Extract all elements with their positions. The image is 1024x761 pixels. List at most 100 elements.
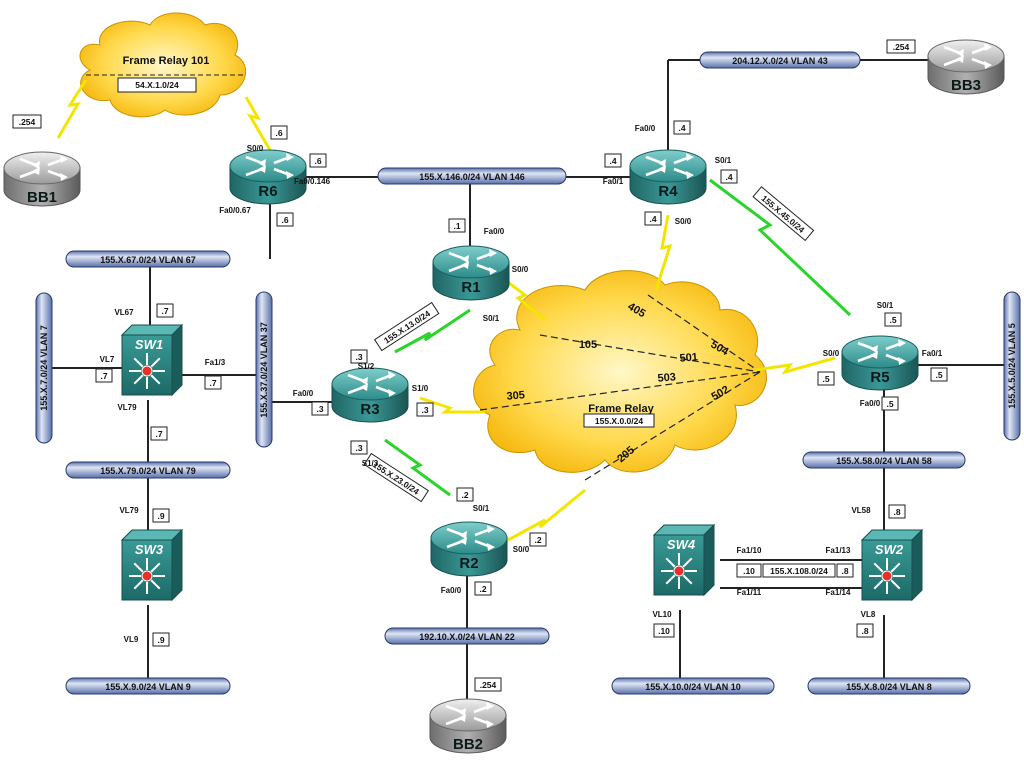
segment-vlan10-label: 155.X.10.0/24 VLAN 10 — [645, 682, 741, 692]
switch-sw4-name: SW4 — [667, 537, 696, 552]
svg-text:.1: .1 — [453, 221, 460, 231]
interface-sw3-vl79: VL79 — [119, 506, 139, 515]
segment-vlan5: 155.X.5.0/24 VLAN 5 — [1003, 291, 1021, 441]
address-r4-s00: .4 — [644, 211, 662, 226]
switch-sw3-name: SW3 — [135, 542, 164, 557]
router-r2[interactable]: R2 — [430, 521, 508, 577]
svg-text:.5: .5 — [935, 370, 942, 380]
switch-star-icon — [129, 353, 165, 389]
segment-vlan8: 155.X.8.0/24 VLAN 8 — [807, 677, 971, 695]
dlci-305: 305 — [506, 389, 525, 403]
svg-text:.3: .3 — [355, 352, 362, 362]
router-bb1[interactable]: BB1 — [3, 151, 81, 207]
address-bb1: .254 — [12, 114, 42, 129]
svg-text:.7: .7 — [100, 371, 107, 381]
interface-sw3-vl9: VL9 — [124, 635, 139, 644]
svg-text:.254: .254 — [480, 680, 497, 690]
svg-text:.5: .5 — [889, 315, 896, 325]
svg-text:.5: .5 — [822, 374, 829, 384]
router-r6-name: R6 — [258, 183, 277, 200]
interface-sw2-vl8: VL8 — [861, 610, 876, 619]
address-r3-fa00: .3 — [311, 401, 329, 416]
router-arrows-icon — [245, 153, 294, 179]
interface-sw2-vl58: VL58 — [851, 506, 871, 515]
address-bb2: .254 — [474, 677, 502, 692]
address-r1-fa00: .1 — [448, 218, 466, 233]
address-sw2-vl58: .8 — [888, 504, 906, 519]
serial-r2-r3 — [384, 438, 451, 497]
address-r4-fa00: .4 — [673, 120, 691, 135]
router-bb2-name: BB2 — [453, 736, 483, 753]
segment-vlan7: 155.X.7.0/24 VLAN 7 — [35, 292, 53, 444]
interface-r1-s00: S0/0 — [512, 265, 529, 274]
segment-vlan58: 155.X.58.0/24 VLAN 58 — [802, 451, 966, 469]
interface-sw2-fa113: Fa1/13 — [826, 546, 851, 555]
address-r4-s01: .4 — [720, 169, 738, 184]
address-sw1-vl7: .7 — [95, 368, 113, 383]
address-bb3: .254 — [886, 39, 916, 54]
segment-vlan8-label: 155.X.8.0/24 VLAN 8 — [846, 682, 932, 692]
interface-sw1-vl7: VL7 — [100, 355, 115, 364]
segment-vlan10: 155.X.10.0/24 VLAN 10 — [611, 677, 775, 695]
router-r4-name: R4 — [658, 183, 678, 200]
router-bb3-name: BB3 — [951, 77, 981, 94]
serial-bb1-fr101 — [56, 79, 88, 139]
serial-links — [56, 79, 852, 542]
interface-sw1-fa13: Fa1/3 — [205, 358, 226, 367]
svg-text:.6: .6 — [314, 156, 321, 166]
address-r5-s01: .5 — [884, 312, 902, 327]
router-r6[interactable]: R6 — [229, 149, 307, 205]
svg-text:.254: .254 — [893, 42, 910, 52]
segment-vlan146: 155.X.146.0/24 VLAN 146 — [377, 167, 567, 185]
segment-vlan22-label: 192.10.X.0/24 VLAN 22 — [419, 632, 515, 642]
switch-star-icon — [869, 558, 905, 594]
svg-text:.3: .3 — [421, 405, 428, 415]
pvc-lines — [479, 294, 761, 481]
switch-sw1[interactable]: SW1 — [120, 323, 184, 397]
svg-text:.6: .6 — [275, 128, 282, 138]
interface-r4-fa01: Fa0/1 — [603, 177, 624, 186]
interface-sw1-vl79: VL79 — [117, 403, 137, 412]
router-r5[interactable]: R5 — [841, 335, 919, 391]
router-arrows-icon — [347, 371, 396, 397]
interface-r4-s01: S0/1 — [715, 156, 732, 165]
serial-r4-fr — [654, 214, 673, 291]
sw4-p2p-address: .10 — [743, 566, 755, 576]
svg-text:.4: .4 — [725, 172, 732, 182]
switch-sw3[interactable]: SW3 — [120, 528, 184, 602]
interface-r5-fa00: Fa0/0 — [860, 399, 881, 408]
router-r5-name: R5 — [870, 369, 889, 386]
address-r3-s12: .3 — [350, 349, 368, 364]
interface-sw4-fa111: Fa1/11 — [737, 588, 762, 597]
svg-text:.2: .2 — [479, 584, 486, 594]
router-arrows-icon — [645, 153, 694, 179]
address-r2-s01: .2 — [456, 487, 474, 502]
segment-vlan43-label: 204.12.X.0/24 VLAN 43 — [732, 56, 828, 66]
router-r4[interactable]: R4 — [629, 149, 707, 205]
router-arrows-icon — [448, 249, 497, 275]
svg-text:.3: .3 — [316, 404, 323, 414]
router-bb2[interactable]: BB2 — [429, 698, 507, 754]
frame-relay-cloud — [473, 270, 767, 473]
router-bb3[interactable]: BB3 — [927, 39, 1005, 95]
serial-r6-fr101 — [244, 96, 272, 151]
router-arrows-icon — [445, 702, 494, 728]
svg-text:.7: .7 — [155, 429, 162, 439]
segment-vlan37-label: 155.X.37.0/24 VLAN 37 — [259, 322, 269, 418]
segment-vlan9: 155.X.9.0/24 VLAN 9 — [65, 677, 231, 695]
segment-vlan37: 155.X.37.0/24 VLAN 37 — [255, 291, 273, 448]
segment-vlan79-label: 155.X.79.0/24 VLAN 79 — [100, 466, 196, 476]
interface-sw4-vl10: VL10 — [652, 610, 672, 619]
svg-text:.9: .9 — [157, 511, 164, 521]
svg-text:.5: .5 — [886, 399, 893, 409]
interface-r2-s00: S0/0 — [513, 545, 530, 554]
switch-sw2[interactable]: SW2 — [860, 528, 924, 602]
switch-sw1-name: SW1 — [135, 337, 163, 352]
switch-sw4[interactable]: SW4 — [652, 523, 716, 597]
serial-r2-fr — [507, 488, 586, 542]
router-r1[interactable]: R1 — [432, 245, 510, 301]
router-r3[interactable]: R3 — [331, 367, 409, 423]
router-arrows-icon — [857, 339, 906, 365]
address-r6-s00: .6 — [270, 125, 288, 140]
